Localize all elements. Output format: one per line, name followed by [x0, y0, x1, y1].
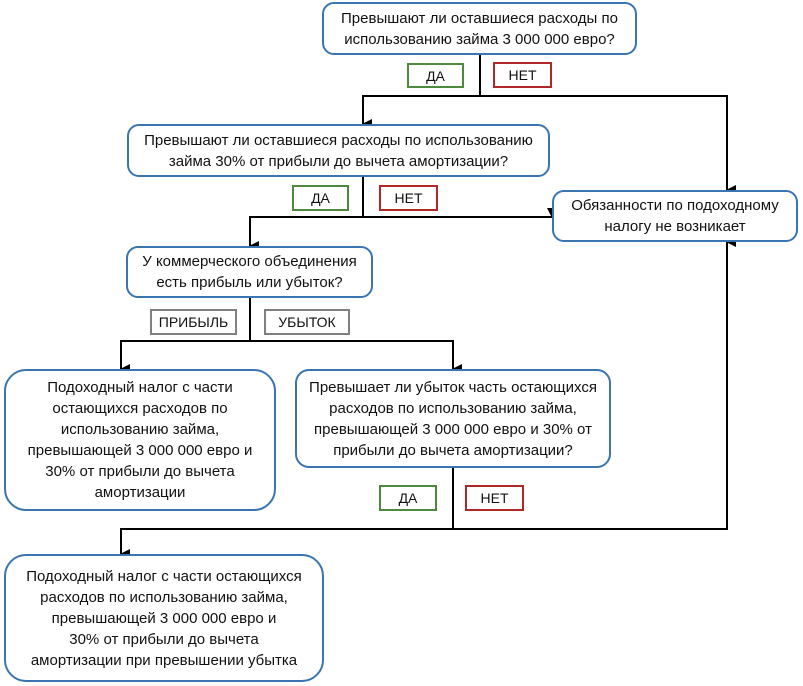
q2-yes-arrow: [249, 216, 363, 251]
q3-profit-label: ПРИБЫЛЬ: [150, 309, 237, 335]
q4-yes-arrow: [120, 528, 453, 559]
q4-no-label: НЕТ: [465, 485, 524, 511]
q4-no-arrow: [453, 237, 736, 530]
q1-yes-label: ДА: [407, 63, 464, 88]
q3-loss-label: УБЫТОК: [264, 309, 350, 335]
q1-yes-arrow: [362, 95, 480, 129]
q1-no-label: НЕТ: [493, 62, 552, 88]
q1-no-arrow: [480, 95, 736, 195]
no-tax-obligation-box: Обязанности по подоходному налогу не воз…: [552, 190, 798, 242]
tax-on-loss-excess-box: Подоходный налог с части остающихся расх…: [4, 554, 324, 682]
q3-loss-arrow: [250, 340, 462, 374]
question-1-box: Превышают ли оставшиеся расходы по испол…: [322, 2, 637, 55]
question-4-box: Превышает ли убыток часть остающихся рас…: [295, 369, 611, 468]
tax-on-profit-box: Подоходный налог с части остающихся расх…: [4, 369, 276, 511]
q2-yes-label: ДА: [292, 185, 349, 211]
q3-profit-arrow: [120, 340, 250, 374]
q2-no-label: НЕТ: [379, 185, 438, 211]
question-2-box: Превышают ли оставшиеся расходы по испол…: [127, 124, 550, 177]
q4-yes-label: ДА: [379, 485, 437, 511]
question-3-box: У коммерческого объединения есть прибыль…: [126, 246, 373, 298]
